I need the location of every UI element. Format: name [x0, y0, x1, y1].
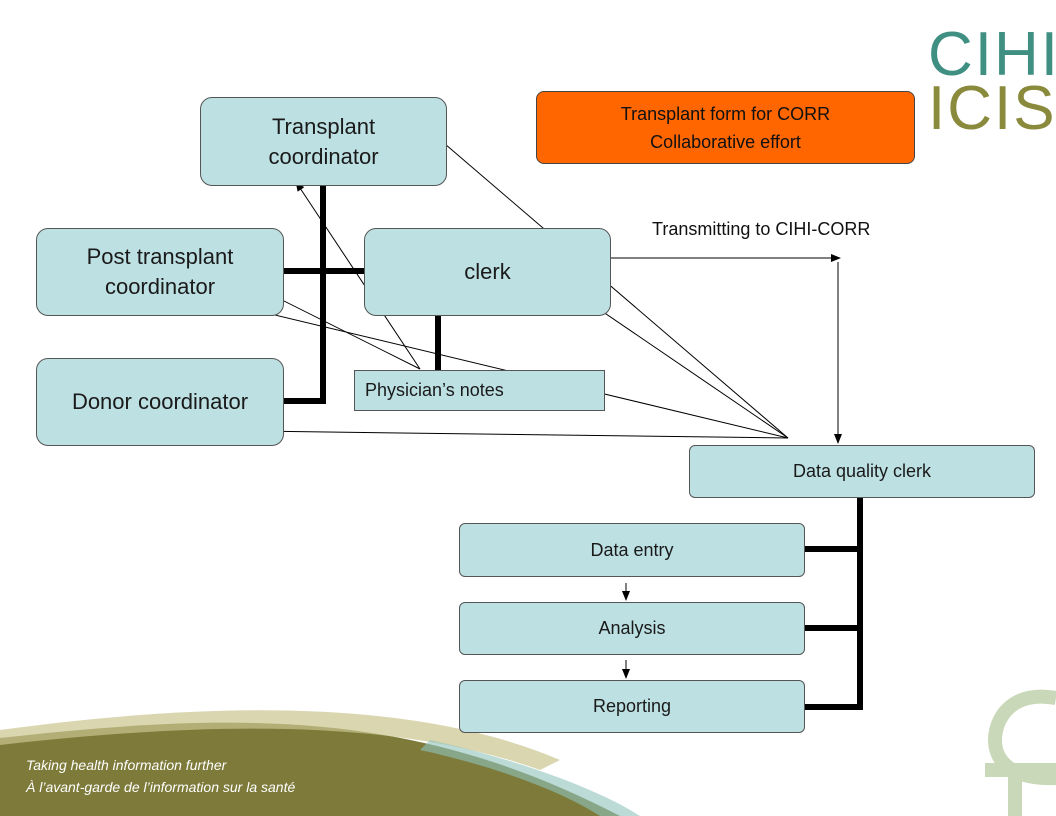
footer-tagline-en: Taking health information further [26, 757, 227, 773]
node-reporting-label: Reporting [592, 696, 672, 716]
title-line-2: Collaborative effort [650, 131, 801, 152]
footer-wave-teal [420, 740, 640, 816]
node-data-quality-clerk-label: Data quality clerk [792, 461, 932, 481]
footer-tagline-fr: À l’avant-garde de l’information sur la … [26, 779, 296, 795]
node-donor-coordinator: Donor coordinator [36, 358, 284, 446]
node-analysis-label: Analysis [598, 618, 666, 638]
org-lines-right [805, 497, 863, 710]
node-transplant-coordinator-line2: coordinator [268, 143, 379, 169]
footer-wave-band [0, 722, 620, 816]
node-donor-coordinator-label: Donor coordinator [71, 389, 249, 414]
node-post-transplant-coordinator-line1: Post transplant [86, 244, 234, 269]
node-physicians-notes-label: Physician’s notes [365, 380, 504, 400]
logo-cihi: CIHI ICIS [928, 20, 1056, 143]
logo-line-cihi: CIHI [928, 20, 1056, 89]
node-data-entry-label: Data entry [590, 539, 674, 560]
node-data-entry: Data entry [459, 523, 805, 577]
footer-wave-light [0, 710, 560, 770]
node-analysis: Analysis [459, 602, 805, 655]
node-physicians-notes: Physician’s notes [354, 370, 605, 411]
title-box: Transplant form for CORR Collaborative e… [536, 91, 915, 164]
transmitting-label: Transmitting to CIHI-CORR [652, 219, 871, 239]
logo-symbol-icon [985, 689, 1056, 816]
node-post-transplant-coordinator: Post transplant coordinator [36, 228, 284, 316]
node-transplant-coordinator: Transplant coordinator [200, 97, 447, 186]
logo-line-icis: ICIS [928, 74, 1056, 143]
node-post-transplant-coordinator-line2: coordinator [104, 274, 216, 299]
node-clerk: clerk [364, 228, 611, 316]
node-clerk-label: clerk [464, 259, 511, 284]
node-reporting: Reporting [459, 680, 805, 733]
node-data-quality-clerk: Data quality clerk [689, 445, 1035, 498]
node-transplant-coordinator-line1: Transplant [271, 113, 376, 139]
title-line-1: Transplant form for CORR [620, 103, 831, 124]
